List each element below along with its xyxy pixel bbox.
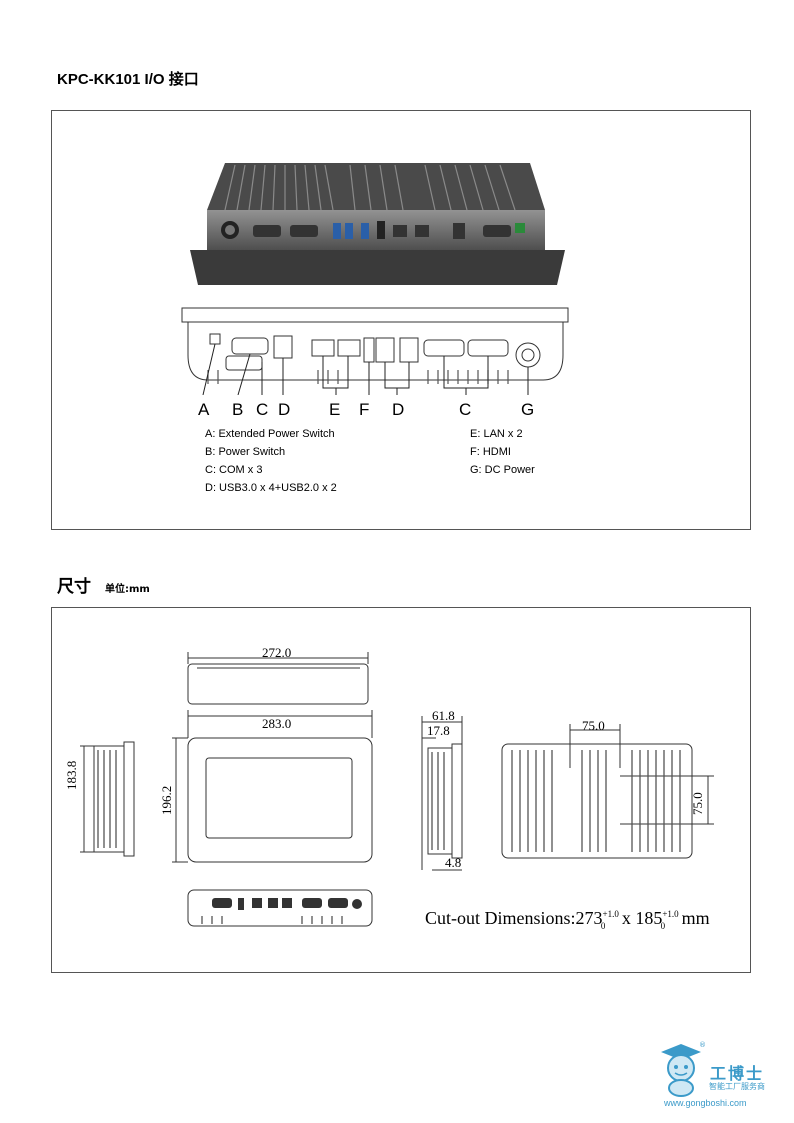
dim-depth2: 17.8 [427, 723, 450, 738]
callout-d2: D [392, 400, 405, 419]
dim-top-width: 272.0 [262, 645, 292, 660]
callout-c2: C [459, 400, 472, 419]
cutout-label: Cut-out Dimensions: [425, 908, 576, 928]
dimension-drawings [80, 652, 714, 927]
section1-title: KPC-KK101 I/O 接口 [57, 71, 199, 88]
cutout-dimensions: Cut-out Dimensions:273+1.00 x 185+1.00 m… [425, 908, 710, 931]
callout-b: B [232, 400, 244, 419]
legend-item: F: HDMI [470, 446, 511, 458]
legend-item: C: COM x 3 [205, 464, 263, 476]
io-line-drawing [181, 307, 569, 395]
legend-left: A: Extended Power Switch B: Power Switch… [205, 425, 337, 497]
dim-front-width: 283.0 [262, 716, 292, 731]
logo-reg-mark: ® [699, 1041, 706, 1049]
dim-side-height: 183.8 [64, 760, 79, 790]
callout-e: E [329, 400, 341, 419]
gongboshi-logo-mascot-icon [661, 1044, 701, 1097]
cutout-w-tol-plus: +1.0 [602, 909, 619, 919]
cutout-height: 185 [635, 908, 663, 928]
dim-depth: 61.8 [432, 708, 455, 723]
callout-f: F [359, 400, 370, 419]
io-panel-box [51, 110, 751, 530]
cutout-h-tol-plus: +1.0 [662, 909, 679, 919]
legend-item: D: USB3.0 x 4+USB2.0 x 2 [205, 482, 337, 494]
callout-d: D [278, 400, 291, 419]
logo-tagline: 智能工厂服务商 [709, 1082, 765, 1091]
dim-bezel: 4.8 [445, 855, 462, 870]
logo-name: 工博士 [710, 1064, 765, 1083]
legend-item: B: Power Switch [205, 446, 286, 458]
dim-vesa-v: 75.0 [690, 792, 705, 815]
legend-item: G: DC Power [470, 464, 535, 476]
dim-vesa-h: 75.0 [582, 718, 605, 733]
legend-right: E: LAN x 2 F: HDMI G: DC Power [470, 425, 535, 479]
dimensions-heading: 尺寸 [57, 577, 91, 597]
unit-label: 单位:mm [105, 584, 150, 595]
cutout-w-tol-minus: 0 [600, 920, 606, 931]
legend-item: E: LAN x 2 [470, 428, 523, 440]
dim-front-height: 196.2 [159, 785, 174, 815]
cutout-h-tol-minus: 0 [660, 920, 666, 931]
cutout-width: 273 [575, 908, 603, 928]
callout-g: G [521, 400, 535, 419]
callout-c: C [256, 400, 269, 419]
callout-a: A [198, 400, 210, 419]
dimensions-box [51, 607, 751, 973]
cutout-unit: mm [681, 908, 710, 928]
device-rear-photo [190, 163, 565, 285]
logo-url: www.gongboshi.com [664, 1098, 747, 1108]
section2-title: 尺寸 单位:mm [57, 572, 150, 597]
legend-item: A: Extended Power Switch [205, 428, 335, 440]
cutout-x: x [621, 908, 631, 928]
